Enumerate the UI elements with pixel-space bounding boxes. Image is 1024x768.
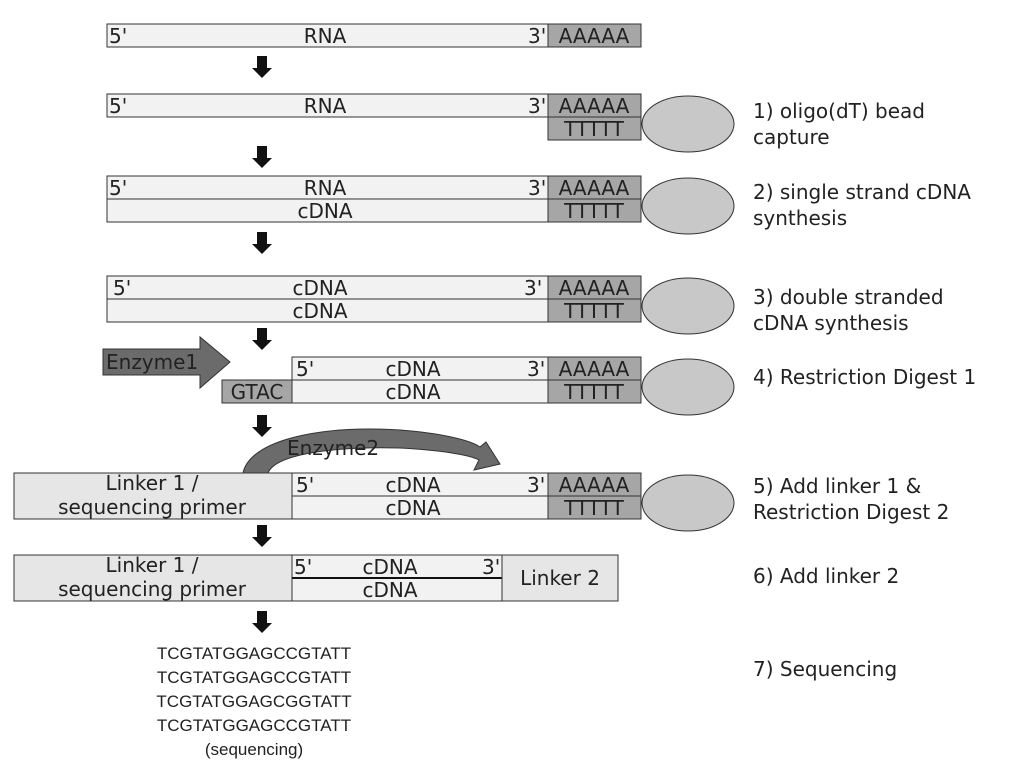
enzyme1-arrow-icon: Enzyme1 — [102, 335, 231, 390]
row-add-linker-1: Enzyme2 Linker 1 / sequencing primer 5' … — [13, 428, 735, 532]
bead-icon — [641, 474, 735, 532]
gtac-label: GTAC — [231, 380, 284, 404]
three-prime-label: 3' — [528, 94, 546, 118]
linker2-block — [501, 554, 619, 602]
linker2-label: Linker 2 — [520, 566, 600, 590]
sequence-read: TCGTATGGAGCGGTATT — [156, 692, 351, 711]
down-arrow-icon — [252, 415, 272, 437]
sequence-read: TCGTATGGAGCCGTATT — [157, 668, 351, 687]
oligo-dt-block — [547, 116, 642, 141]
bead-icon — [641, 358, 735, 416]
five-prime-label: 5' — [109, 94, 127, 118]
sequencing-note: (sequencing) — [205, 740, 303, 759]
step-2-line1: 2) single strand cDNA — [753, 180, 971, 204]
five-prime-label: 5' — [294, 555, 312, 579]
cdna-label: cDNA — [385, 496, 440, 520]
strand-label: cDNA — [385, 473, 440, 497]
linker1-line2: sequencing primer — [58, 495, 247, 519]
step-3-line1: 3) double stranded — [753, 285, 944, 309]
step-2-line2: synthesis — [753, 206, 847, 230]
step-1-line1: 1) oligo(dT) bead — [753, 99, 925, 123]
five-prime-label: 5' — [109, 176, 127, 200]
cdna-label: cDNA — [297, 199, 352, 223]
step-1-line2: capture — [753, 125, 830, 149]
five-prime-label: 5' — [113, 276, 131, 300]
three-prime-label: 3' — [524, 276, 542, 300]
oligo-dt-block — [547, 198, 642, 223]
polyt-label: TTTTT — [563, 299, 624, 323]
polya-label: AAAAA — [559, 357, 630, 381]
polya-tail — [547, 23, 642, 48]
polyt-label: TTTTT — [563, 496, 624, 520]
three-prime-label: 3' — [482, 555, 500, 579]
cdna-label: cDNA — [362, 578, 417, 602]
step-5-line1: 5) Add linker 1 & — [753, 474, 921, 498]
linker1-line2: sequencing primer — [58, 577, 247, 601]
down-arrow-icon — [252, 232, 272, 254]
down-arrow-icon — [252, 328, 272, 350]
five-prime-label: 5' — [296, 473, 314, 497]
sequence-reads: TCGTATGGAGCCGTATT TCGTATGGAGCCGTATT TCGT… — [156, 644, 351, 759]
step-5-line2: Restriction Digest 2 — [753, 500, 949, 524]
step-3-line2: cDNA synthesis — [753, 311, 909, 335]
bead-icon — [641, 277, 735, 335]
strand-label: RNA — [304, 176, 347, 200]
linker1-line1: Linker 1 / — [106, 553, 199, 577]
down-arrow-icon — [252, 525, 272, 547]
row-rna: 5' RNA 3' AAAAA — [106, 23, 642, 48]
down-arrow-icon — [252, 56, 272, 78]
oligo-dt-block — [547, 298, 642, 323]
linker1-block — [13, 472, 293, 520]
cdna-label: cDNA — [385, 380, 440, 404]
row-single-strand-cdna: 5' RNA 3' AAAAA cDNA TTTTT — [106, 175, 735, 235]
bead-icon — [641, 95, 735, 153]
down-arrow-icon — [252, 611, 272, 633]
five-prime-label: 5' — [109, 24, 127, 48]
polyt-label: TTTTT — [563, 199, 624, 223]
strand-label: RNA — [304, 94, 347, 118]
three-prime-label: 3' — [528, 24, 546, 48]
enzyme2-label: Enzyme2 — [287, 436, 379, 460]
row-double-stranded-cdna: 5' cDNA 3' AAAAA cDNA TTTTT — [106, 275, 735, 335]
step-6: 6) Add linker 2 — [753, 564, 899, 588]
three-prime-label: 3' — [528, 176, 546, 200]
strand-label: cDNA — [292, 276, 347, 300]
step-labels: 1) oligo(dT) bead capture 2) single stra… — [753, 99, 976, 681]
polyt-label: TTTTT — [563, 380, 624, 404]
enzyme2-curved-arrow-icon — [242, 428, 501, 474]
strand-label: cDNA — [385, 357, 440, 381]
three-prime-label: 3' — [527, 357, 545, 381]
oligo-dt-block — [547, 379, 642, 404]
polya-label: AAAAA — [559, 94, 630, 118]
polya-label: AAAAA — [559, 473, 630, 497]
sequence-read: TCGTATGGAGCCGTATT — [157, 644, 351, 663]
enzyme1-label: Enzyme1 — [106, 350, 198, 374]
linker1-block — [13, 554, 293, 602]
oligo-dt-block — [547, 495, 642, 520]
bead-icon — [641, 177, 735, 235]
row-restriction-digest-1: Enzyme1 5' cDNA 3' AAAAA GTAC cDNA TTTTT — [102, 335, 735, 416]
polya-label: AAAAA — [559, 176, 630, 200]
linker1-line1: Linker 1 / — [106, 471, 199, 495]
row-add-linker-2: Linker 1 / sequencing primer 5' cDNA 3' … — [13, 553, 619, 602]
polya-label: AAAAA — [559, 24, 630, 48]
step-4: 4) Restriction Digest 1 — [753, 365, 976, 389]
row-bead-capture: 5' RNA 3' AAAAA TTTTT — [106, 93, 735, 153]
polya-label: AAAAA — [559, 276, 630, 300]
three-prime-label: 3' — [527, 473, 545, 497]
strand-label: RNA — [304, 24, 347, 48]
down-arrow-icon — [252, 146, 272, 168]
polyt-label: TTTTT — [563, 117, 624, 141]
sequence-read: TCGTATGGAGCCGTATT — [157, 716, 351, 735]
cdna-label: cDNA — [292, 299, 347, 323]
five-prime-label: 5' — [296, 357, 314, 381]
strand-label: cDNA — [362, 555, 417, 579]
step-7: 7) Sequencing — [753, 657, 897, 681]
